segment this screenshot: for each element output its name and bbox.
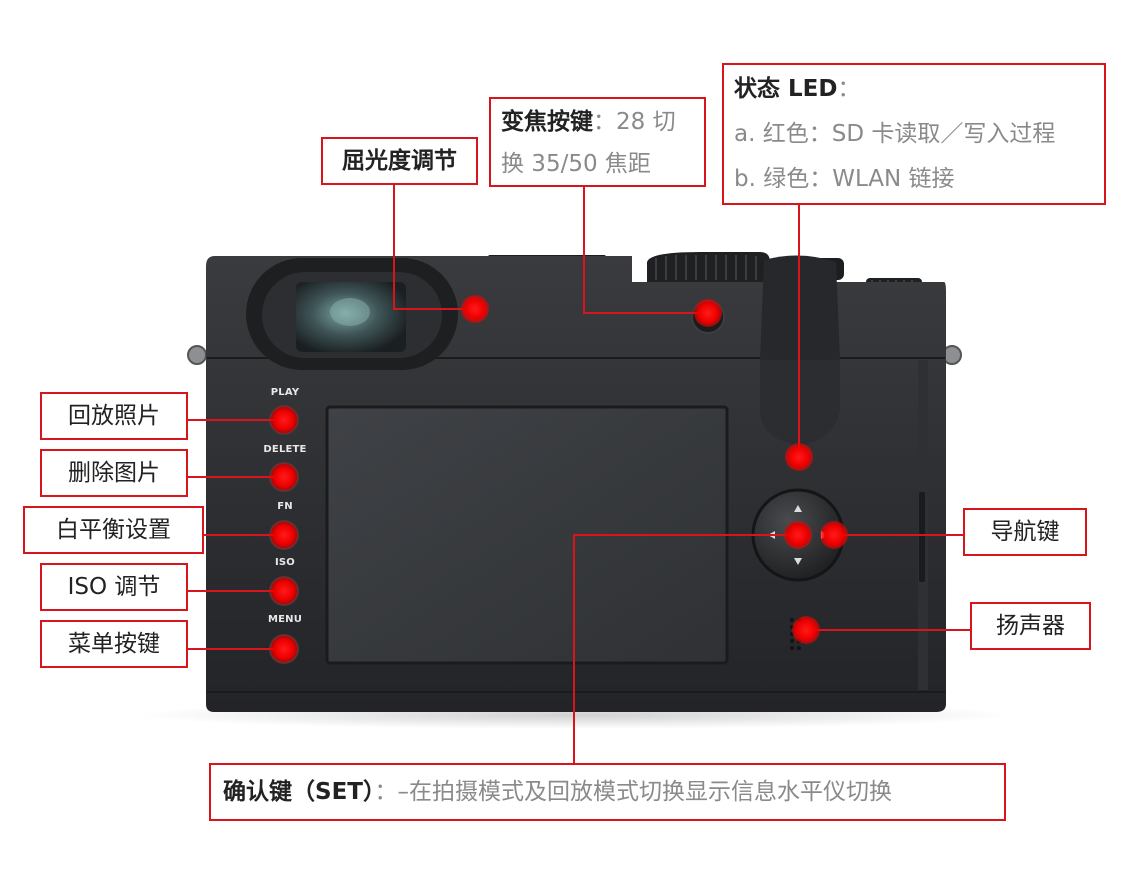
leader-lines	[188, 185, 970, 763]
callout-led-line-a: a. 红色：SD 卡读取／写入过程	[734, 121, 1056, 147]
marker-nav	[820, 521, 848, 549]
callout-fn: 白平衡设置	[23, 506, 204, 554]
side-door	[919, 492, 925, 582]
callout-iso: ISO 调节	[40, 563, 188, 611]
leader-zoom	[583, 187, 708, 314]
shutter-dial	[647, 252, 770, 282]
callout-led-title: 状态 LED	[734, 76, 838, 102]
marker-set	[784, 521, 812, 549]
callout-led-line-b: b. 绿色：WLAN 链接	[734, 166, 955, 192]
callout-led: 状态 LED： a. 红色：SD 卡读取／写入过程 b. 绿色：WLAN 链接	[722, 63, 1106, 205]
callout-menu: 菜单按键	[40, 620, 188, 668]
callout-diopter-text: 屈光度调节	[342, 148, 457, 174]
strap-lug-left	[187, 345, 207, 365]
marker-speaker	[792, 616, 820, 644]
marker-menu	[270, 635, 298, 663]
callout-speaker: 扬声器	[970, 602, 1091, 650]
iso-button-label: ISO	[274, 557, 296, 568]
callout-menu-text: 菜单按键	[68, 631, 160, 657]
callout-play: 回放照片	[40, 392, 188, 440]
callout-led-colon: ：	[837, 76, 861, 102]
fn-button-label: FN	[277, 501, 293, 512]
callout-fn-text: 白平衡设置	[56, 517, 171, 543]
leader-diopter	[393, 185, 475, 310]
viewfinder-lens	[296, 282, 406, 352]
callout-set: 确认键（SET）：–在拍摄模式及回放模式切换显示信息水平仪切换	[209, 763, 1006, 821]
delete-button-label: DELETE	[263, 444, 307, 455]
marker-play	[270, 406, 298, 434]
callout-zoom-title: 变焦按键	[501, 109, 593, 135]
callout-delete: 删除图片	[40, 449, 188, 497]
marker-diopter	[461, 295, 489, 323]
marker-fn	[270, 521, 298, 549]
callout-play-text: 回放照片	[68, 403, 160, 429]
play-button-label: PLAY	[270, 387, 300, 398]
callout-nav: 导航键	[963, 508, 1087, 556]
callout-set-text: ：–在拍摄模式及回放模式切换显示信息水平仪切换	[374, 779, 892, 805]
menu-button-label: MENU	[267, 614, 303, 625]
callout-iso-text: ISO 调节	[67, 574, 161, 600]
callout-zoom-text-2: 换 35/50 焦距	[501, 151, 651, 177]
marker-led	[785, 443, 813, 471]
callout-nav-text: 导航键	[990, 519, 1060, 545]
callout-zoom-text-1: ：28 切	[593, 109, 676, 135]
marker-iso	[270, 577, 298, 605]
callout-diopter: 屈光度调节	[321, 137, 478, 185]
marker-delete	[270, 463, 298, 491]
marker-zoom	[694, 299, 722, 327]
callout-delete-text: 删除图片	[68, 460, 160, 486]
callout-set-title: 确认键（SET）	[223, 779, 375, 805]
callout-zoom: 变焦按键：28 切 换 35/50 焦距	[489, 97, 706, 187]
leader-set	[573, 534, 798, 763]
callout-speaker-text: 扬声器	[996, 613, 1065, 639]
